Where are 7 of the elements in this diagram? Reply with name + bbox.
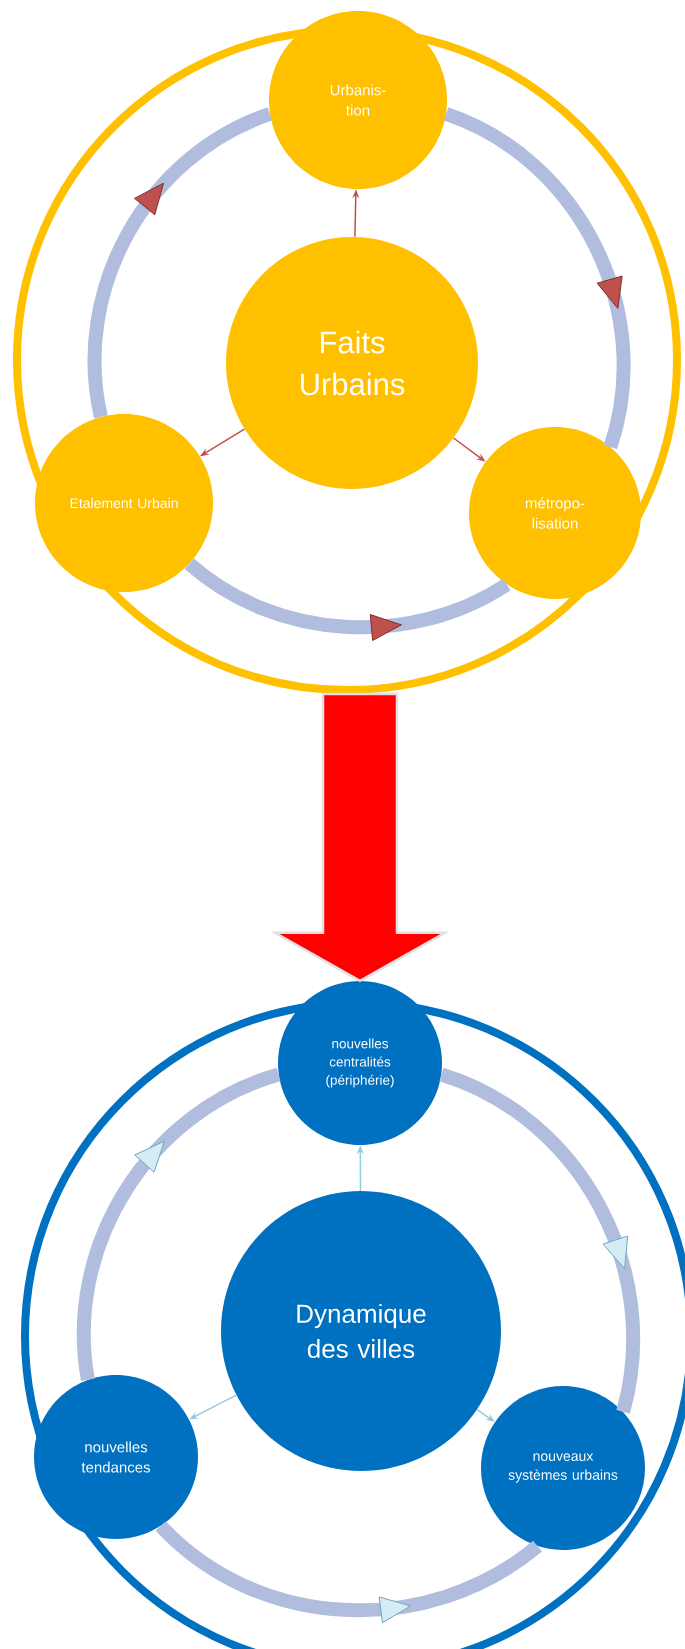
curved-arrow [438,1067,641,1414]
curved-arrow [155,1520,542,1624]
curved-arrow [184,558,511,641]
block-arrow [270,692,450,983]
curved-arrow [443,107,631,449]
curved-arrow [87,107,273,418]
curved-arrow [77,1067,281,1381]
